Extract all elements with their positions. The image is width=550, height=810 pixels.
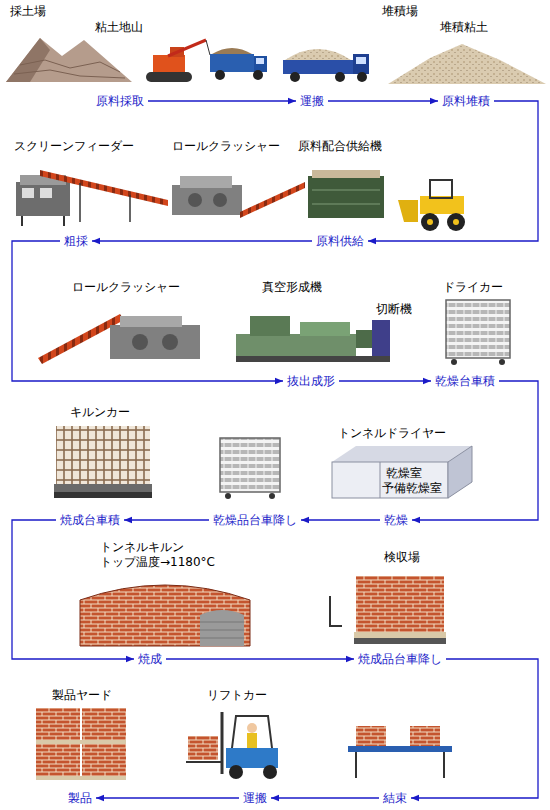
batch-feeder: [308, 170, 384, 218]
flow-arrow: [301, 519, 380, 520]
screen-feeder: [16, 175, 70, 226]
flow-arrow: [148, 100, 296, 101]
flow-arrow: [328, 100, 438, 101]
inspection-area: [330, 576, 446, 644]
process-step: 焼成台車積: [56, 512, 124, 529]
part-label: 製品ヤード: [52, 688, 112, 702]
clay-hill: [6, 38, 132, 82]
part-label: トンネルキルン: [100, 540, 184, 554]
step-text: 乾燥台車積: [435, 374, 495, 389]
part-label: 切断機: [376, 302, 412, 316]
part-label: 粘土地山: [95, 20, 143, 34]
part-label: 予備乾燥室: [382, 481, 442, 495]
truck: [283, 49, 369, 82]
roll-crusher: [172, 176, 305, 218]
part-label: ロールクラッシャー: [172, 139, 280, 153]
step-text: 焼成台車積: [60, 513, 120, 528]
flow-arrow: [92, 240, 312, 241]
vacuum-extruder: [236, 316, 390, 362]
part-label: 堆積場: [382, 4, 418, 18]
flow-arrow: [271, 797, 379, 798]
part-label: ドライカー: [443, 280, 503, 294]
part-label: キルンカー: [70, 405, 130, 419]
process-step: 運搬: [239, 790, 271, 807]
part-label: トンネルドライヤー: [338, 426, 446, 440]
part-label: 検収場: [384, 550, 420, 564]
step-text: 原料採取: [96, 94, 144, 109]
part-label: リフトカー: [207, 688, 267, 702]
step-text: 粗採: [64, 234, 88, 249]
part-label: 乾燥室: [386, 466, 422, 480]
process-step: 乾燥: [380, 512, 412, 529]
process-step: 原料堆積: [438, 93, 494, 110]
flow-arrow: [412, 381, 538, 520]
product-yard: [36, 708, 126, 780]
process-step: 原料供給: [312, 233, 368, 250]
belt-conveyor: [40, 170, 168, 222]
process-step: 焼成品台車降し: [354, 651, 446, 668]
dryer-car: [446, 300, 510, 365]
process-step: 抜出成形: [283, 373, 339, 390]
process-step: 結束: [379, 790, 411, 807]
dryer-car: [220, 438, 280, 499]
step-text: 原料堆積: [442, 94, 490, 109]
step-text: 製品: [68, 791, 92, 806]
binding-conveyor: [348, 726, 452, 778]
forklift: [186, 712, 278, 779]
part-label: 原料配合供給機: [298, 139, 382, 153]
clay-pile: [388, 44, 546, 84]
flow-arrow: [411, 659, 538, 798]
tunnel-kiln: [80, 585, 250, 646]
step-text: 乾燥品台車降し: [213, 513, 297, 528]
step-text: 運搬: [243, 791, 267, 806]
process-step: 運搬: [296, 93, 328, 110]
process-step: 原料採取: [92, 93, 148, 110]
flow-arrow: [12, 241, 283, 381]
kiln-car: [54, 426, 152, 498]
roll-crusher: [38, 314, 200, 364]
flow-arrow: [368, 101, 538, 241]
process-step: 粗採: [60, 233, 92, 250]
dump-truck: [210, 48, 267, 80]
step-text: 結束: [383, 791, 407, 806]
flow-arrow: [339, 380, 431, 381]
part-label: 採土場: [10, 4, 46, 18]
process-step: 乾燥台車積: [431, 373, 499, 390]
part-label: スクリーンフィーダー: [14, 139, 134, 153]
part-label: 真空形成機: [262, 280, 322, 294]
part-label: 堆積粘土: [440, 20, 488, 34]
process-step: 製品: [64, 790, 96, 807]
process-step: 乾燥品台車降し: [209, 512, 301, 529]
step-text: 抜出成形: [287, 374, 335, 389]
tunnel-dryer: [332, 446, 472, 498]
step-text: 焼成: [138, 652, 162, 667]
step-text: 焼成品台車降し: [358, 652, 442, 667]
part-label: ロールクラッシャー: [72, 280, 180, 294]
flow-arrow: [124, 519, 209, 520]
process-step: 焼成: [134, 651, 166, 668]
step-text: 原料供給: [316, 234, 364, 249]
step-text: 運搬: [300, 94, 324, 109]
excavator: [146, 40, 210, 82]
flow-arrow: [96, 797, 239, 798]
wheel-loader: [398, 180, 465, 231]
flow-arrow: [166, 658, 354, 659]
step-text: 乾燥: [384, 513, 408, 528]
part-label: トップ温度→1180°C: [100, 555, 215, 569]
